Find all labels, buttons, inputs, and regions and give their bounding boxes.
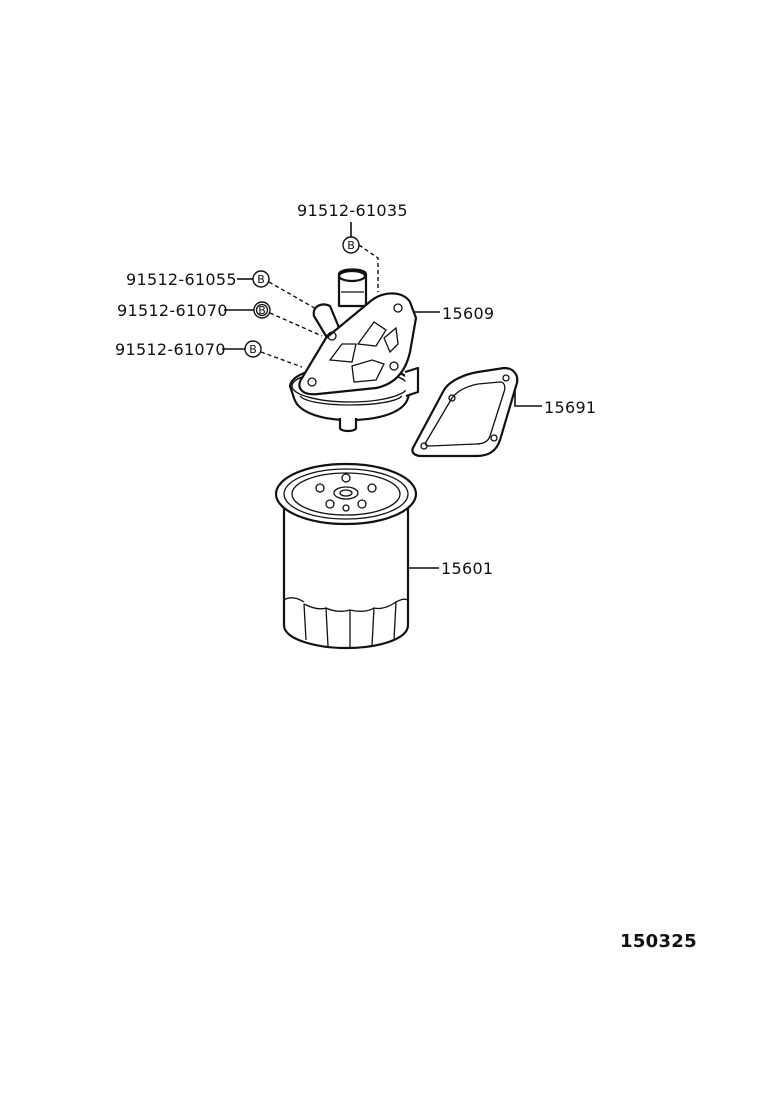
callout-label-bolt-1: 91512-61055 bbox=[126, 270, 237, 289]
bolt-marker-top: B bbox=[342, 222, 360, 254]
oil-filter bbox=[274, 462, 418, 650]
leader-bolt-top bbox=[358, 244, 379, 292]
gasket bbox=[411, 366, 519, 458]
bolt-marker-top-letter: B bbox=[347, 239, 355, 252]
leader-bolt-2 bbox=[269, 312, 323, 337]
bolt-marker-1: B bbox=[237, 270, 270, 288]
callout-label-gasket: 15691 bbox=[544, 398, 596, 417]
callout-label-bolt-2: 91512-61070 bbox=[117, 301, 228, 320]
oil-filter-bracket bbox=[288, 268, 420, 433]
bolt-marker-1-letter: B bbox=[257, 273, 265, 286]
callout-label-bracket: 15609 bbox=[442, 304, 494, 323]
callout-label-bolt-top: 91512-61035 bbox=[297, 201, 408, 220]
bolt-marker-3: B bbox=[222, 340, 262, 358]
bolt-marker-2-letter: B bbox=[258, 304, 266, 317]
leader-bolt-3 bbox=[260, 351, 303, 368]
callout-label-filter: 15601 bbox=[441, 559, 493, 578]
bolt-marker-3-letter: B bbox=[249, 343, 257, 356]
diagram-number: 150325 bbox=[620, 931, 697, 952]
callout-label-bolt-3: 91512-61070 bbox=[115, 340, 226, 359]
leader-bolt-1 bbox=[268, 281, 319, 311]
bolt-marker-2: B bbox=[224, 301, 271, 319]
